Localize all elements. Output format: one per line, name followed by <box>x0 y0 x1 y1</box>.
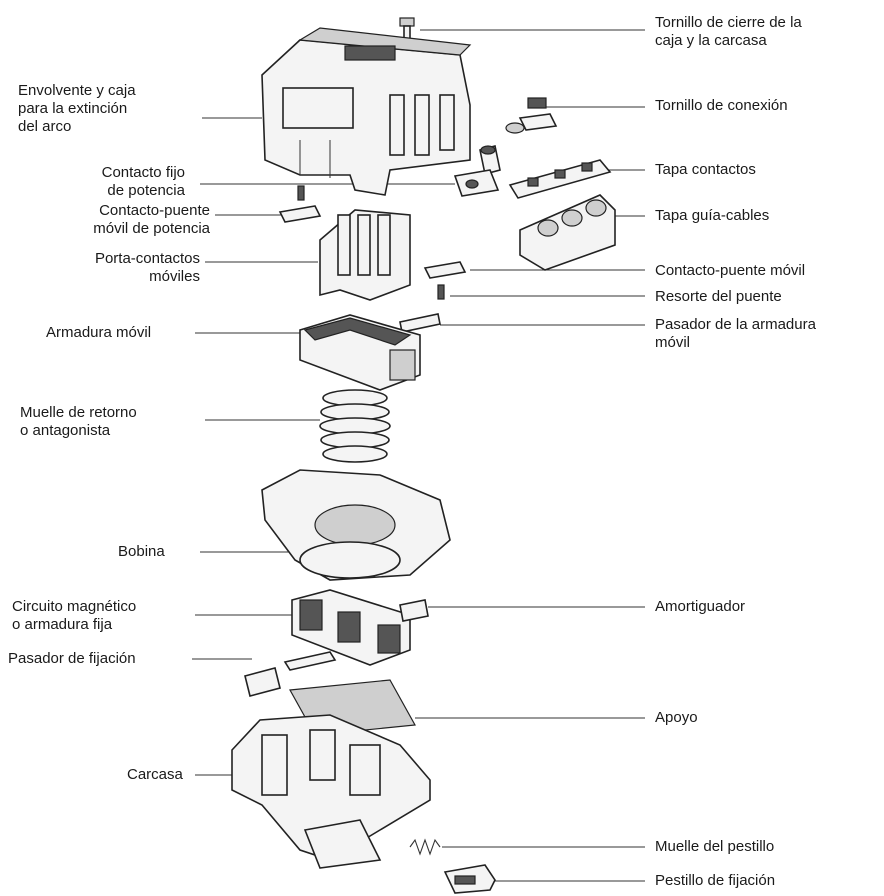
label-amortiguador: Amortiguador <box>655 598 746 615</box>
amortiguador-part <box>399 599 429 622</box>
label-tapa-contactos: Tapa contactos <box>655 161 756 178</box>
porta-contactos-part <box>319 209 411 301</box>
label-muelle-pestillo: Muelle del pestillo <box>655 838 775 855</box>
muelle-pestillo-part <box>409 838 441 856</box>
label-armadura-movil: Armadura móvil <box>46 324 152 341</box>
envolvente-part <box>261 27 472 196</box>
label-contacto-puente-movil: Contacto-puente móvil <box>655 262 806 279</box>
tapa-guia-part <box>519 194 616 271</box>
tornillo-conexion-part <box>479 97 558 175</box>
pestillo-fijacion-part <box>443 864 496 894</box>
contacto-puente-potencia-part <box>278 185 322 223</box>
circuito-magnetico-part <box>291 589 411 666</box>
tapa-contactos-part <box>508 159 612 199</box>
pasador-fijacion-part <box>244 651 337 697</box>
carcasa-part <box>231 714 431 869</box>
leader-lines-right <box>415 29 645 882</box>
label-tapa-guia: Tapa guía-cables <box>655 207 770 224</box>
armadura-movil-part <box>299 314 421 391</box>
label-bobina: Bobina <box>118 543 165 560</box>
label-pestillo-fijacion: Pestillo de fijación <box>655 872 776 889</box>
label-resorte-puente: Resorte del puente <box>655 288 782 305</box>
leader-lines-left <box>192 117 455 776</box>
label-pasador-fijacion: Pasador de fijación <box>8 650 136 667</box>
label-carcasa: Carcasa <box>127 766 183 783</box>
contacto-puente-movil-part <box>423 261 467 300</box>
label-tornillo-conexion: Tornillo de conexión <box>655 97 788 114</box>
label-apoyo: Apoyo <box>655 709 698 726</box>
muelle-retorno-part <box>319 389 391 463</box>
contacto-fijo-part <box>453 169 500 197</box>
bobina-part <box>261 469 451 581</box>
pasador-armadura-part <box>399 313 441 333</box>
